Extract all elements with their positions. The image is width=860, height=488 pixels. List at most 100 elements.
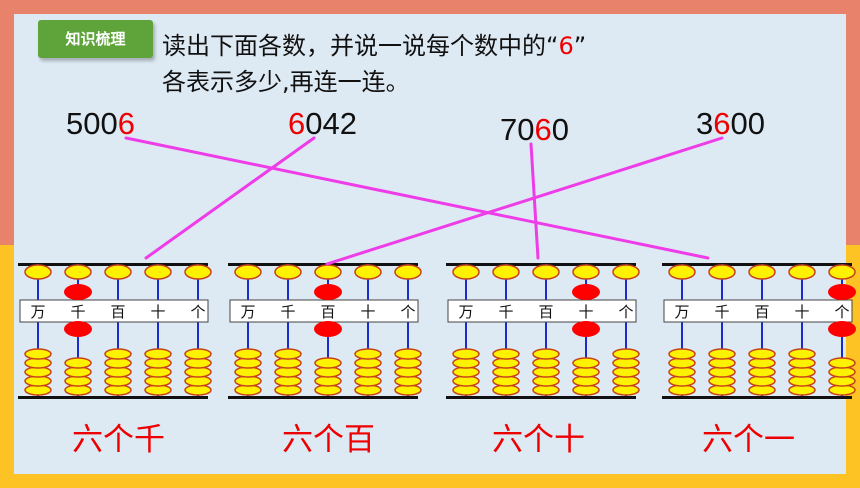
number-2: 6042	[288, 106, 357, 142]
place-label-strip	[447, 299, 637, 323]
upper-bead	[64, 264, 92, 280]
place-label: 千	[498, 303, 513, 321]
upper-bead	[668, 264, 696, 280]
lower-bead	[314, 357, 342, 369]
place-label: 千	[70, 303, 85, 321]
abacus-bottom-bar	[18, 396, 208, 399]
place-label: 十	[150, 303, 165, 321]
place-label: 百	[754, 303, 769, 321]
lower-bead	[354, 348, 382, 360]
abacus-4: 万千百十个	[662, 263, 856, 399]
abacus-top-bar	[18, 263, 208, 266]
place-label: 个	[400, 303, 415, 321]
connection-line	[144, 136, 316, 260]
active-upper-bead	[64, 284, 92, 300]
instruction-highlight: 6	[558, 32, 574, 60]
lower-bead	[708, 348, 736, 360]
lower-bead	[144, 348, 172, 360]
active-upper-bead	[572, 284, 600, 300]
instruction-quote: ”	[573, 32, 587, 60]
place-label: 千	[280, 303, 295, 321]
answer-label-1: 六个千	[72, 422, 165, 458]
number-digit-six: 6	[713, 106, 731, 141]
number-digits: 70	[500, 112, 535, 147]
place-label: 万	[674, 303, 689, 321]
place-label: 个	[834, 303, 849, 321]
upper-bead	[828, 264, 856, 280]
active-upper-bead	[314, 284, 342, 300]
abacus-bottom-bar	[446, 396, 636, 399]
place-label-strip	[663, 299, 853, 323]
number-digits: 00	[730, 106, 765, 141]
number-digits: 3	[696, 106, 714, 141]
answer-label-2: 六个百	[282, 422, 375, 458]
instruction-text: 读出下面各数，并说一说每个数中的“	[162, 32, 559, 60]
number-digits: 0	[551, 112, 569, 147]
connection-line	[124, 136, 710, 260]
abacus-bottom-bar	[662, 396, 852, 399]
upper-bead	[572, 264, 600, 280]
lower-bead	[788, 348, 816, 360]
place-label: 百	[110, 303, 125, 321]
place-label-strip	[19, 299, 209, 323]
upper-bead	[394, 264, 422, 280]
abacus-2: 万千百十个	[228, 263, 422, 399]
upper-bead	[492, 264, 520, 280]
place-label: 百	[538, 303, 553, 321]
abacus-top-bar	[662, 263, 852, 266]
lower-bead	[612, 348, 640, 360]
answer-label-4: 六个一	[702, 422, 795, 458]
number-1: 5006	[66, 106, 135, 142]
instruction-line-2: 各表示多少,再连一连。	[162, 68, 410, 96]
upper-bead	[452, 264, 480, 280]
place-label: 千	[714, 303, 729, 321]
lower-bead	[394, 348, 422, 360]
number-digit-six: 6	[117, 106, 135, 141]
abacus-3: 万千百十个	[446, 263, 640, 399]
upper-bead	[354, 264, 382, 280]
upper-bead	[612, 264, 640, 280]
upper-bead	[748, 264, 776, 280]
number-4: 3600	[696, 106, 765, 142]
connection-line	[325, 136, 724, 266]
abacus-top-bar	[228, 263, 418, 266]
lower-bead	[104, 348, 132, 360]
place-label: 百	[320, 303, 335, 321]
lower-bead	[572, 357, 600, 369]
lower-bead	[668, 348, 696, 360]
abacus-bottom-bar	[228, 396, 418, 399]
lower-bead	[274, 348, 302, 360]
instruction-line-1: 读出下面各数，并说一说每个数中的“6”	[162, 26, 586, 61]
number-digits: 500	[66, 106, 118, 141]
upper-bead	[234, 264, 262, 280]
upper-bead	[708, 264, 736, 280]
lower-bead	[64, 357, 92, 369]
place-label: 万	[458, 303, 473, 321]
place-label: 十	[360, 303, 375, 321]
number-digit-six: 6	[288, 106, 306, 141]
place-label: 万	[30, 303, 45, 321]
lower-bead	[748, 348, 776, 360]
active-lower-bead	[572, 321, 600, 337]
active-lower-bead	[64, 321, 92, 337]
place-label: 万	[240, 303, 255, 321]
upper-bead	[24, 264, 52, 280]
lower-bead	[184, 348, 212, 360]
active-lower-bead	[828, 321, 856, 337]
connection-line	[529, 142, 540, 260]
upper-bead	[788, 264, 816, 280]
place-label: 个	[190, 303, 205, 321]
upper-bead	[184, 264, 212, 280]
active-lower-bead	[314, 321, 342, 337]
number-digit-six: 6	[534, 112, 552, 147]
abacus-top-bar	[446, 263, 636, 266]
place-label: 个	[618, 303, 633, 321]
upper-bead	[532, 264, 560, 280]
lower-bead	[452, 348, 480, 360]
upper-bead	[274, 264, 302, 280]
place-label: 十	[794, 303, 809, 321]
active-upper-bead	[828, 284, 856, 300]
number-3: 7060	[500, 112, 569, 148]
section-tag: 知识梳理	[38, 20, 153, 58]
